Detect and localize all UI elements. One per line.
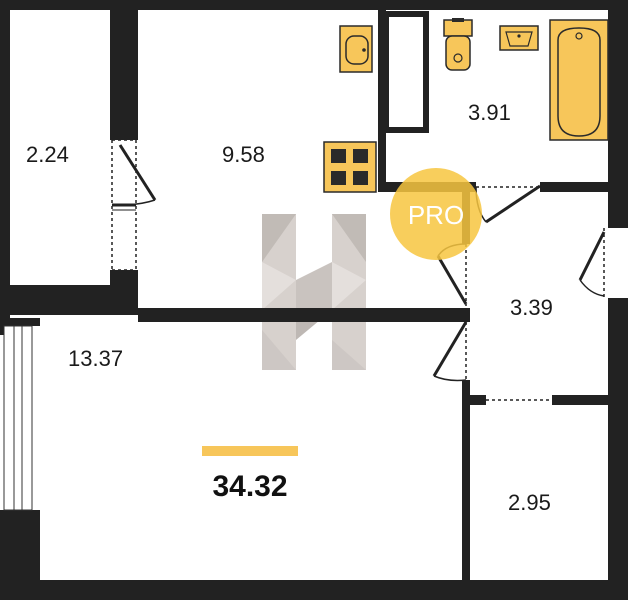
bathtub-icon <box>549 19 609 141</box>
room-area-balcony: 2.24 <box>26 142 69 167</box>
watermark-logo <box>262 214 366 370</box>
window-living-room <box>3 325 33 511</box>
door-bathroom <box>475 184 541 224</box>
stove-icon <box>323 141 377 193</box>
room-area-hallway: 3.39 <box>510 295 553 320</box>
door-entrance <box>578 228 606 298</box>
pro-badge: PRO <box>390 168 482 260</box>
sink-icon <box>339 25 373 73</box>
pro-badge-text: PRO <box>408 200 464 230</box>
room-area-bathroom: 3.91 <box>468 100 511 125</box>
door-living-room <box>432 321 468 382</box>
total-area-accent-bar <box>202 446 298 456</box>
toilet-icon <box>443 18 473 71</box>
door-balcony <box>111 139 157 271</box>
room-area-storage: 2.95 <box>508 490 551 515</box>
room-area-kitchen: 9.58 <box>222 142 265 167</box>
washbasin-icon <box>499 25 539 51</box>
room-area-living-room: 13.37 <box>68 346 123 371</box>
total-area: 34.32 <box>212 470 287 503</box>
